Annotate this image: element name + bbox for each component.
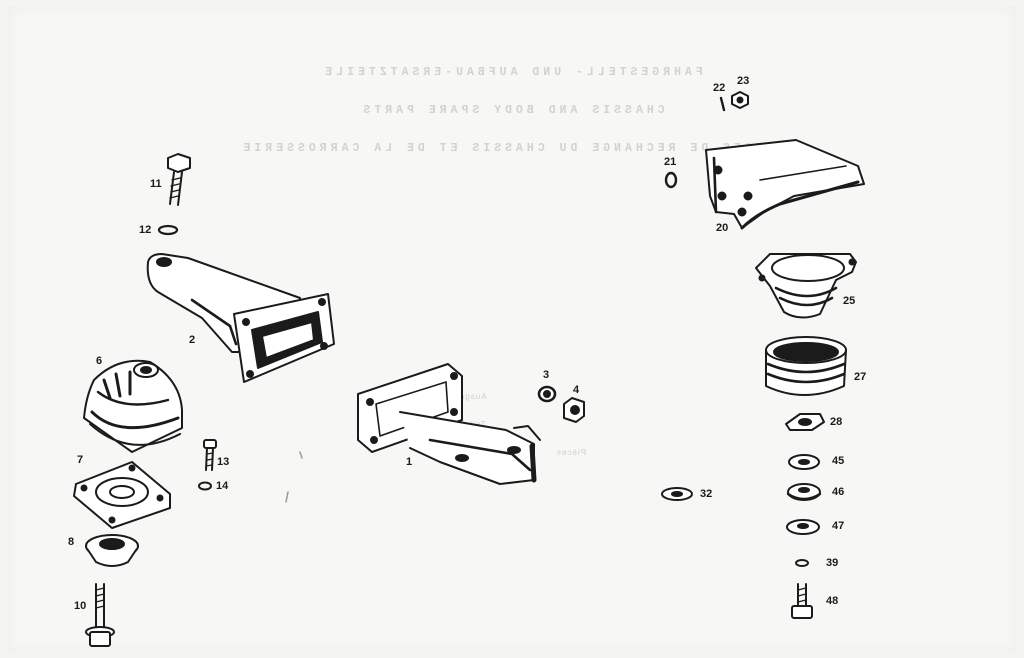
label-part-4: 4 xyxy=(573,384,580,396)
part-47-washer xyxy=(786,519,820,535)
part-39-washer xyxy=(795,559,809,567)
label-part-8: 8 xyxy=(68,536,75,548)
part-14-washer xyxy=(198,481,212,491)
label-part-7: 7 xyxy=(77,454,84,466)
label-part-21: 21 xyxy=(664,156,677,168)
label-part-45: 45 xyxy=(832,455,845,467)
part-46-washer xyxy=(786,483,822,501)
part-22-pin xyxy=(719,96,726,112)
part-10-long-bolt xyxy=(85,583,115,647)
part-7-mount-plate xyxy=(73,461,171,529)
label-part-39: 39 xyxy=(826,557,839,569)
part-25-cup xyxy=(755,253,857,319)
part-13-small-bolt xyxy=(203,439,217,471)
part-6-rubber-mount xyxy=(83,359,183,453)
part-45-washer xyxy=(788,454,820,470)
label-part-27: 27 xyxy=(854,371,867,383)
part-48-bolt xyxy=(791,583,813,619)
label-part-23: 23 xyxy=(737,75,750,87)
label-part-13: 13 xyxy=(217,456,230,468)
parts-sheet xyxy=(8,6,1016,652)
part-23-nut xyxy=(731,91,749,109)
label-part-32: 32 xyxy=(700,488,713,500)
part-32-washer xyxy=(661,487,693,501)
part-11-bolt xyxy=(167,153,191,206)
label-part-3: 3 xyxy=(543,369,550,381)
label-part-6: 6 xyxy=(96,355,103,367)
label-part-22: 22 xyxy=(713,82,726,94)
label-part-25: 25 xyxy=(843,295,856,307)
label-part-14: 14 xyxy=(216,480,229,492)
part-28-pad xyxy=(785,413,825,431)
part-12-washer xyxy=(157,224,179,236)
part-27-ring xyxy=(765,336,847,396)
label-part-11: 11 xyxy=(150,178,162,190)
part-4-nut xyxy=(563,397,585,423)
label-part-47: 47 xyxy=(832,520,845,532)
label-part-46: 46 xyxy=(832,486,845,498)
part-3-washer xyxy=(537,385,557,403)
label-part-28: 28 xyxy=(830,416,843,428)
label-part-48: 48 xyxy=(826,595,839,607)
label-part-2: 2 xyxy=(189,334,196,346)
label-part-20: 20 xyxy=(716,222,729,234)
label-part-10: 10 xyxy=(74,600,87,612)
part-2-mount-arm xyxy=(146,253,335,383)
label-part-12: 12 xyxy=(139,224,152,236)
part-20-right-bracket xyxy=(705,139,865,230)
part-8-bushing xyxy=(85,534,139,567)
part-21-washer xyxy=(664,171,678,189)
part-1-center-bracket xyxy=(357,363,541,485)
label-part-1: 1 xyxy=(406,456,413,468)
